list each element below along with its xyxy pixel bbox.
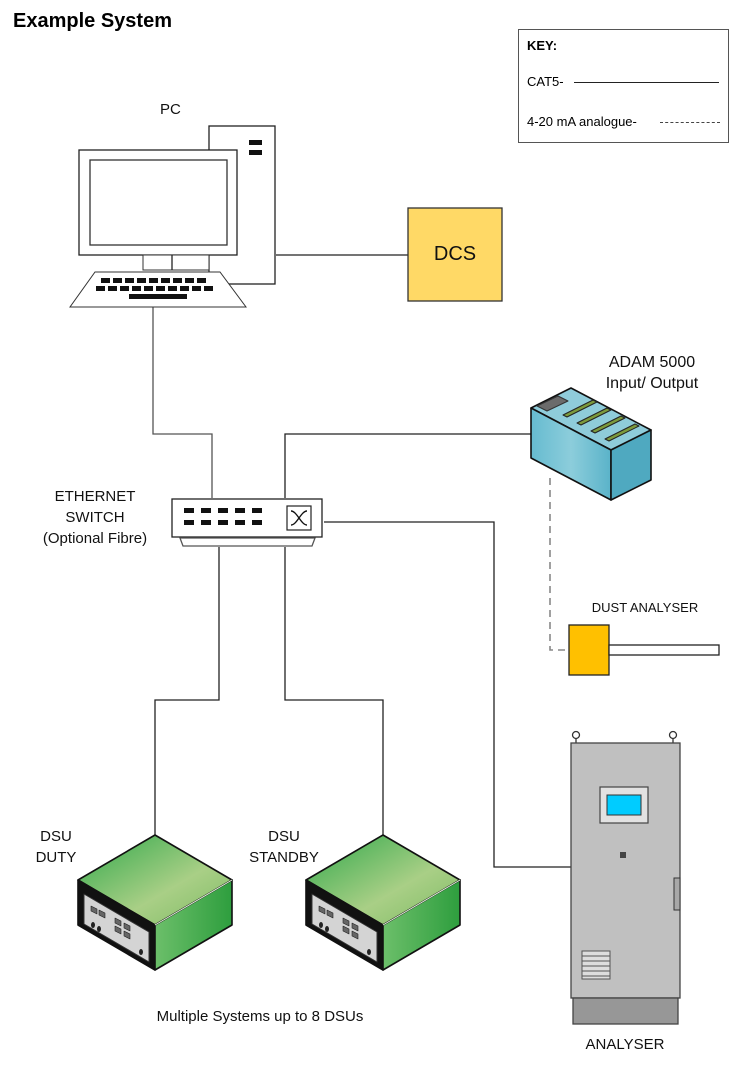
- cat5-line-switch-analyser: [324, 521, 571, 868]
- switch-label: ETHERNET SWITCH (Optional Fibre): [30, 486, 160, 549]
- legend-heading: KEY:: [527, 38, 558, 53]
- ethernet-switch-icon: [171, 498, 323, 547]
- dcs-box: [407, 207, 503, 302]
- adam-5000-icon: [530, 387, 652, 501]
- pc-label: PC: [160, 101, 181, 118]
- cat5-line-switch-dsu-standby: [284, 547, 384, 836]
- dust-analyser-label: DUST ANALYSER: [591, 600, 699, 615]
- adam-label: ADAM 5000 Input/ Output: [590, 352, 714, 394]
- pc-icon: [69, 125, 276, 308]
- dsu-standby-icon: [305, 834, 461, 971]
- switch-label-line3: (Optional Fibre): [42, 530, 148, 547]
- dust-analyser-icon: [568, 624, 720, 676]
- dsu-duty-label: DSU DUTY: [28, 826, 84, 868]
- page-title: Example System: [13, 10, 172, 32]
- cat5-line-switch-adam: [284, 433, 531, 498]
- cat5-line-pc-switch: [152, 307, 213, 498]
- analyser-screen: [606, 794, 642, 816]
- analyser-label: ANALYSER: [585, 1036, 665, 1053]
- adam-label-line1: ADAM 5000: [608, 354, 696, 371]
- legend-item-analogue-label: 4-20 mA analogue-: [527, 114, 637, 129]
- legend-item-cat5-label: CAT5-: [527, 74, 564, 89]
- legend-key: KEY: CAT5- 4-20 mA analogue-: [518, 29, 729, 143]
- dsu-standby-label-line1: DSU: [268, 828, 300, 845]
- adam-label-line2: Input/ Output: [605, 375, 699, 392]
- dsu-standby-label-line2: STANDBY: [249, 849, 319, 866]
- connections: [152, 254, 571, 868]
- analogue-line-adam-dust: [549, 478, 569, 651]
- dsu-duty-icon: [77, 834, 233, 971]
- footer-note: Multiple Systems up to 8 DSUs: [156, 1008, 364, 1025]
- analyser-cabinet-icon: [570, 730, 681, 1025]
- switch-label-line2: SWITCH: [65, 509, 125, 526]
- dsu-standby-label: DSU STANDBY: [246, 826, 322, 868]
- dsu-duty-label-line2: DUTY: [35, 849, 77, 866]
- legend-solid-line: [574, 82, 719, 83]
- cat5-line-switch-dsu-duty: [154, 547, 220, 836]
- dsu-duty-label-line1: DSU: [40, 828, 72, 845]
- switch-label-line1: ETHERNET: [54, 488, 136, 505]
- analyser-vent: [581, 950, 611, 980]
- legend-dashed-line: [660, 122, 720, 123]
